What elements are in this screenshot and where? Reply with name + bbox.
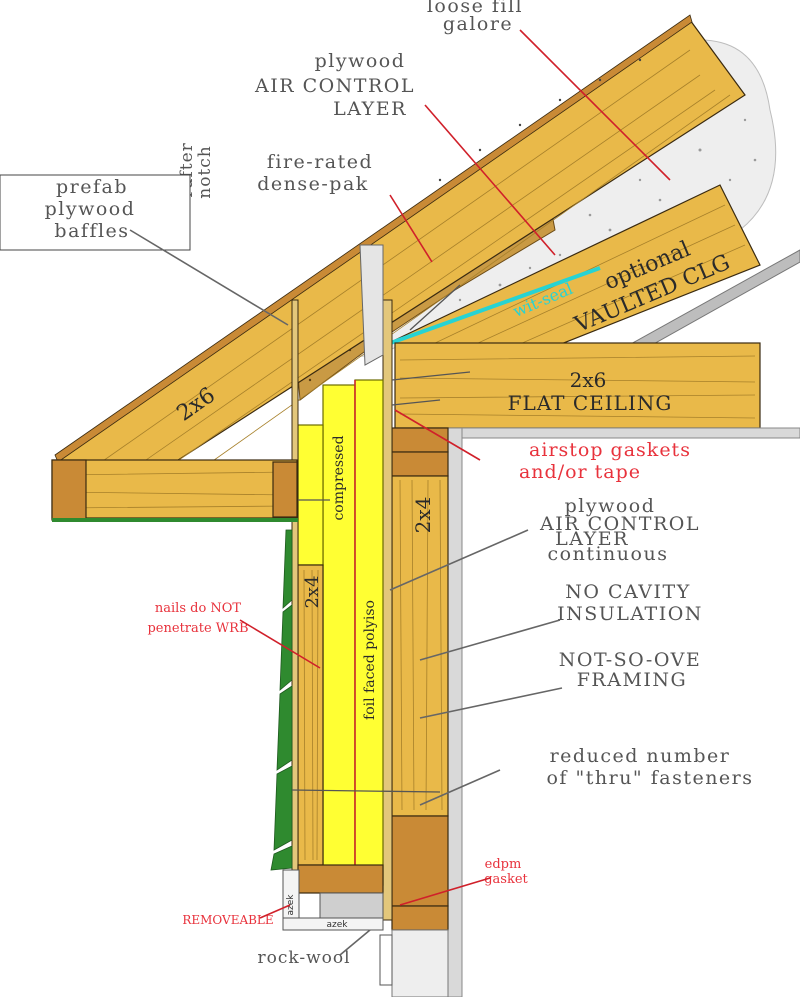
label-flat-ceiling: FLAT CEILING [508, 391, 673, 415]
metal-strap [359, 244, 384, 366]
window-frame [391, 929, 449, 997]
soffit-fascia [51, 459, 298, 522]
label-not-so-ove-2: FRAMING [577, 669, 687, 691]
fasteners [291, 284, 471, 793]
prefab-baffle-callout-box [0, 174, 191, 251]
label-rock-wool: rock-wool [257, 948, 350, 968]
label-nails-1: nails do NOT [155, 601, 242, 616]
label-airstop-1: airstop gaskets [529, 439, 691, 461]
label-azek-horizontal: azek [327, 920, 349, 930]
leader-lines [129, 29, 671, 956]
label-not-so-ove-1: NOT-SO-OVE [559, 649, 701, 671]
label-plywood-top: plywood [315, 50, 406, 72]
label-edpm-1: edpm [485, 857, 522, 872]
label-layer-top: LAYER [333, 98, 407, 120]
label-prefab: prefab [56, 176, 128, 198]
label-reduced-1: reduced number [550, 745, 731, 767]
rock-wool-block [319, 892, 384, 919]
label-removeable: REMOVEABLE [182, 913, 273, 927]
label-air-control-top: AIR CONTROL [254, 75, 415, 97]
top-plates [391, 427, 449, 477]
exterior-plywood-sheathing [291, 299, 299, 871]
label-baffles: baffles [54, 220, 129, 242]
label-plywood-baffle: plywood [45, 198, 136, 220]
label-plywood-mid: plywood [565, 495, 656, 517]
label-stud-2x4-right: 2x4 [411, 497, 435, 534]
label-compressed: compressed [331, 435, 347, 520]
label-no-cavity-2: INSULATION [557, 603, 703, 625]
label-layer-mid: LAYER [555, 528, 629, 550]
label-ceiling-2x6: 2x6 [570, 368, 607, 392]
label-stud-2x4-left: 2x4 [302, 575, 323, 608]
label-edpm-2: gasket [484, 872, 528, 887]
label-airstop-2: and/or tape [519, 461, 641, 483]
label-air-control-mid: AIR CONTROL [539, 513, 700, 535]
main-rafter [54, 14, 746, 521]
foil-faced-polyiso [297, 379, 384, 886]
label-reduced-2: of "thru" fasteners [546, 767, 753, 789]
label-azek-vertical: azek [286, 894, 296, 916]
label-fire-rated-1: fire-rated [267, 151, 373, 173]
label-notch: notch [195, 145, 215, 199]
azek-trim-horizontal [282, 917, 384, 931]
flat-ceiling-joist [394, 342, 761, 429]
label-loose-fill-1: loose fill [427, 0, 523, 17]
label-continuous: continuous [548, 543, 669, 565]
label-no-cavity-1: NO CAVITY [565, 581, 691, 603]
wit-seal-tape [384, 266, 601, 347]
sill-area [282, 864, 449, 997]
label-nails-2: penetrate WRB [147, 621, 248, 636]
lap-siding [270, 529, 293, 871]
interior-plywood-air-control-layer [382, 299, 393, 921]
label-fire-rated-2: dense-pak [257, 173, 369, 195]
label-foil-faced-polyiso: foil faced polyiso [362, 600, 378, 720]
interior-stud-wall [391, 475, 449, 931]
label-loose-fill-2: galore [443, 13, 513, 35]
